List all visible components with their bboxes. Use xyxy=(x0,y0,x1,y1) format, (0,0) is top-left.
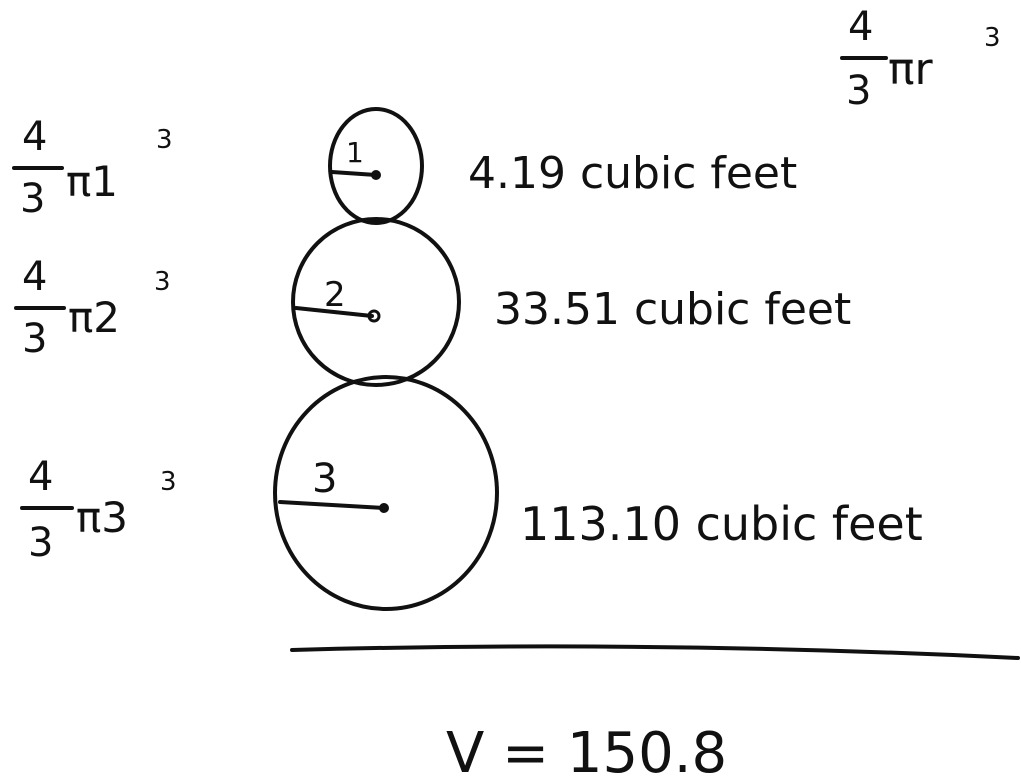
snowman-drawing: 1 2 3 xyxy=(275,109,497,609)
head-circle xyxy=(330,109,422,223)
head-radius-line xyxy=(332,172,376,175)
row-2-denominator: 3 xyxy=(22,316,47,362)
row-3-denominator: 3 xyxy=(28,520,53,566)
middle-circle xyxy=(293,219,459,385)
row-3-volume: 113.10 cubic feet xyxy=(520,497,923,551)
row-2-numerator: 4 xyxy=(22,254,47,300)
bottom-radius-label: 3 xyxy=(312,456,337,502)
head-radius-label: 1 xyxy=(346,136,364,169)
row-1-exponent: 3 xyxy=(156,125,173,155)
row-3-numerator: 4 xyxy=(28,454,53,500)
row-1-numerator: 4 xyxy=(22,114,47,160)
general-formula-exponent: 3 xyxy=(984,23,1001,53)
row-2-body: π2 xyxy=(68,293,120,342)
total-volume: V = 150.8 xyxy=(446,721,727,781)
bottom-radius-line xyxy=(280,502,384,508)
row-1-volume: 4.19 cubic feet xyxy=(468,148,797,199)
head-center-dot xyxy=(371,170,381,180)
row-2-exponent: 3 xyxy=(154,267,171,297)
row-1-body: π1 xyxy=(66,157,118,206)
formula-row-2: 4 3 π2 3 xyxy=(16,254,171,362)
formula-row-3: 4 3 π3 3 xyxy=(22,454,177,566)
general-formula-numerator: 4 xyxy=(848,4,873,50)
bottom-circle xyxy=(275,377,497,609)
formula-row-1: 4 3 π1 3 xyxy=(14,114,173,222)
row-3-body: π3 xyxy=(76,493,128,542)
general-formula: 4 3 πr 3 xyxy=(842,4,1001,114)
general-formula-body: πr xyxy=(888,44,933,95)
row-2-volume: 33.51 cubic feet xyxy=(494,284,851,335)
sum-line xyxy=(292,646,1018,658)
general-formula-denominator: 3 xyxy=(846,68,871,114)
row-3-exponent: 3 xyxy=(160,467,177,497)
bottom-center-dot xyxy=(379,503,389,513)
row-1-denominator: 3 xyxy=(20,176,45,222)
middle-radius-label: 2 xyxy=(324,275,346,315)
